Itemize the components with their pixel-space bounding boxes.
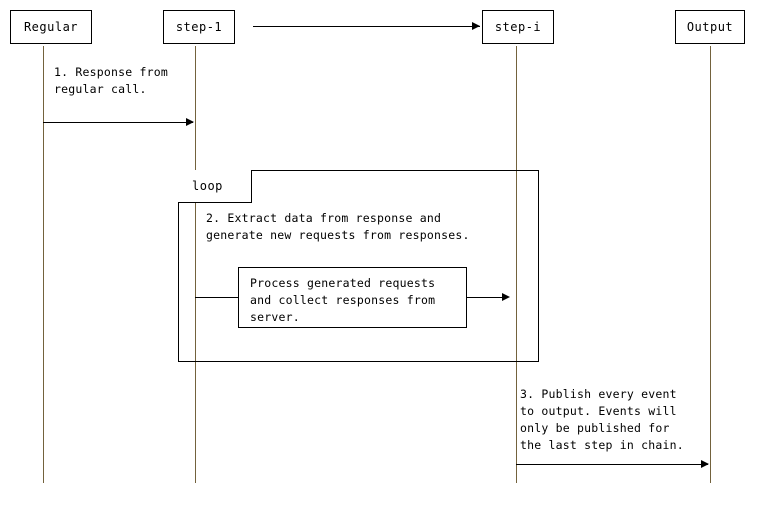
arrow-head-process-generated-requests xyxy=(502,293,510,301)
note-process-generated-requests-text: Process generated requests and collect r… xyxy=(250,276,436,324)
loop-fragment-body-text: 2. Extract data from response and genera… xyxy=(206,211,470,242)
loop-fragment-operator-text: loop xyxy=(192,179,223,193)
lifeline-step-i xyxy=(516,46,517,483)
participant-step-1-label: step-1 xyxy=(175,20,223,34)
loop-fragment-operator-label[interactable]: loop xyxy=(178,170,252,203)
participant-regular-label: Regular xyxy=(23,20,79,34)
participant-regular[interactable]: Regular xyxy=(10,10,92,44)
participant-step-i[interactable]: step-i xyxy=(482,10,554,44)
lifeline-step-1 xyxy=(195,46,196,483)
message-label-publish-every-event: 3. Publish every event to output. Events… xyxy=(520,387,684,452)
lifeline-output xyxy=(710,46,711,483)
message-line-publish-every-event xyxy=(516,464,708,465)
participant-output[interactable]: Output xyxy=(675,10,745,44)
arrow-head-response-from-regular xyxy=(186,118,194,126)
arrow-head-publish-every-event xyxy=(701,460,709,468)
message-line-process-left-segment xyxy=(195,297,239,298)
message-label-response-from-regular: 1. Response from regular call. xyxy=(54,65,168,96)
participant-step-1[interactable]: step-1 xyxy=(163,10,235,44)
loop-fragment[interactable] xyxy=(178,170,539,362)
message-line-process-right-segment xyxy=(467,297,508,298)
message-line-response-from-regular xyxy=(43,122,193,123)
note-process-generated-requests[interactable]: Process generated requests and collect r… xyxy=(238,267,467,328)
participant-output-label: Output xyxy=(686,20,734,34)
message-line-chain-arrow xyxy=(253,26,480,27)
arrow-head-chain-arrow xyxy=(472,22,480,30)
participant-step-i-label: step-i xyxy=(494,20,542,34)
lifeline-regular xyxy=(43,46,44,483)
